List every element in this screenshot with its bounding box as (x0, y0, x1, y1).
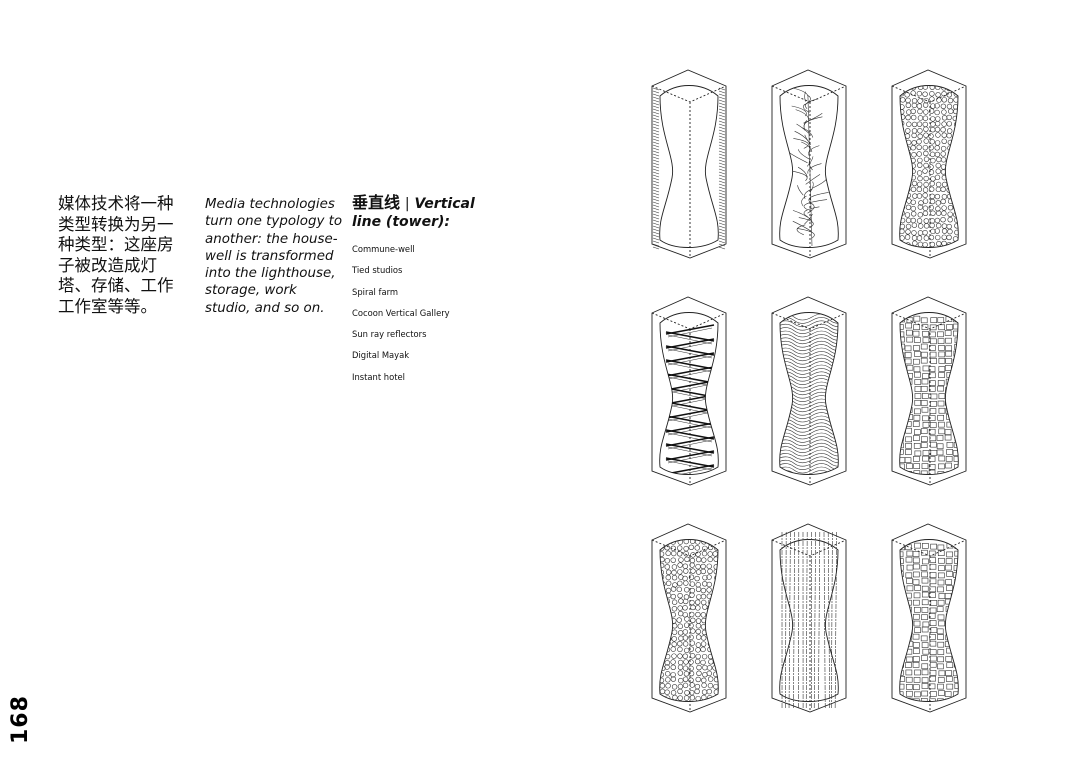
tower-drawing (771, 296, 847, 486)
tower-drawings-svg (651, 69, 967, 713)
tower-drawing (651, 69, 727, 259)
list-item: Spiral farm (352, 286, 399, 297)
section-title: 垂直线 | Vertical line (tower): (352, 194, 492, 231)
tower-drawing (771, 523, 847, 713)
section-title-zh: 垂直线 (352, 193, 401, 212)
tower-drawing (891, 296, 967, 486)
section-title-en: Vertical line (tower): (352, 196, 475, 230)
list-item: Tied studios (352, 265, 403, 276)
list-item: Instant hotel (352, 371, 406, 382)
tower-drawing (651, 523, 727, 713)
list-item: Commune-well (352, 244, 415, 254)
tower-list: Commune-well Tied studios Spiral farm Co… (352, 239, 450, 388)
section-title-separator: | (404, 196, 410, 212)
tower-drawing (771, 69, 847, 259)
intro-chinese: 媒体技术将一种类型转换为另一种类型：这座房子被改造成灯塔、存储、工作工作室等等。 (58, 194, 174, 316)
tower-drawing (891, 523, 967, 713)
page-number: 168 (8, 695, 33, 744)
intro-english: Media technologies turn one typology to … (205, 197, 343, 316)
tower-drawings-grid (640, 40, 980, 730)
tower-drawing (651, 296, 727, 486)
list-item: Sun ray reflectors (352, 329, 427, 340)
list-item: Cocoon Vertical Gallery (352, 307, 450, 318)
tower-drawing (891, 69, 967, 259)
list-item: Digital Mayak (352, 350, 410, 361)
